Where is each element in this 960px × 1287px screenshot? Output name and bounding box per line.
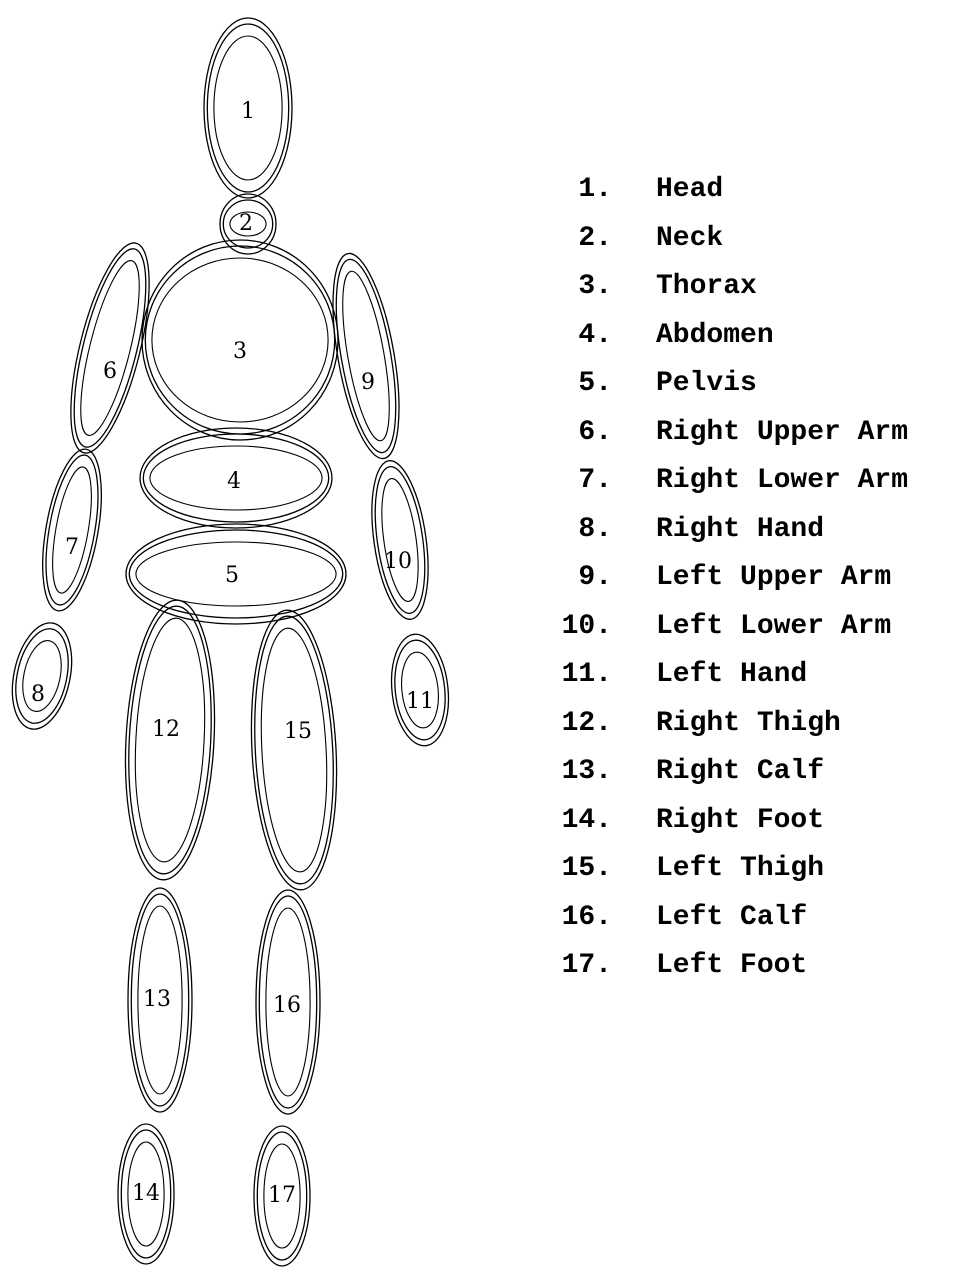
segment-outline	[375, 476, 424, 603]
segment-number: 17	[268, 1183, 296, 1208]
segment-outline	[245, 608, 344, 892]
segment-outline	[320, 249, 411, 464]
segment-outline	[8, 624, 76, 728]
segment-number: 14	[132, 1181, 160, 1206]
segment-number: 5	[225, 563, 239, 588]
segment-outline	[367, 464, 433, 617]
segment-number: 2	[239, 211, 253, 236]
segment-left-upper-arm	[320, 249, 411, 464]
segment-number: 12	[152, 717, 180, 742]
segment-number: 9	[361, 370, 375, 395]
segment-outline	[69, 256, 152, 440]
segment-outline	[55, 236, 165, 460]
segment-outline	[36, 451, 107, 609]
segment-number: 7	[65, 535, 79, 560]
segment-outline	[333, 268, 399, 444]
segment-number: 11	[406, 689, 434, 714]
segment-outline	[45, 464, 99, 596]
segment-number: 8	[31, 682, 45, 707]
segment-right-upper-arm	[55, 236, 165, 460]
segment-right-hand	[3, 617, 80, 734]
segment-number: 13	[143, 987, 171, 1012]
segment-outline	[32, 445, 112, 616]
segment-number: 6	[103, 359, 117, 384]
segment-number: 4	[227, 469, 241, 494]
segment-number: 10	[384, 549, 412, 574]
segment-number: 16	[273, 993, 301, 1018]
segment-number: 3	[233, 339, 247, 364]
segment-number: 15	[284, 719, 312, 744]
segment-right-lower-arm	[32, 445, 112, 616]
segment-number: 1	[241, 99, 255, 124]
segment-left-lower-arm	[363, 457, 437, 623]
segment-outline	[363, 457, 437, 623]
segment-outline	[3, 617, 80, 734]
segment-left-thigh	[245, 608, 344, 892]
segment-outline	[256, 626, 333, 873]
